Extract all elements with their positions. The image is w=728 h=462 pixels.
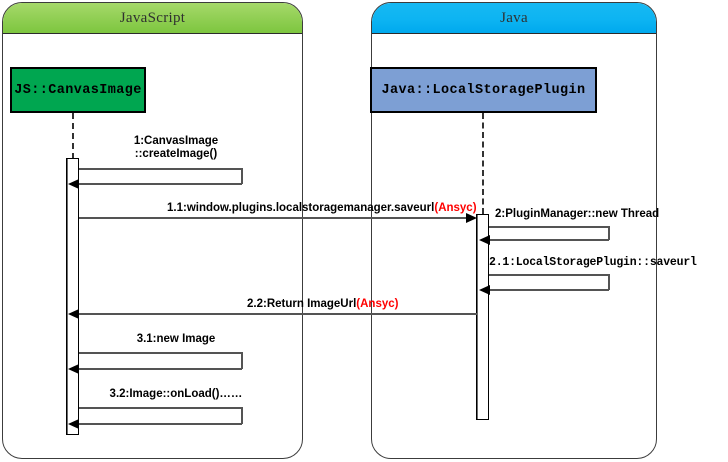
panel-header-javascript: JavaScript: [3, 3, 302, 34]
actor-box-java-localstorageplugin[interactable]: Java::LocalStoragePlugin: [370, 67, 597, 113]
message-3-1-return-segment: [79, 368, 242, 370]
message-2-arrowhead: [479, 235, 490, 245]
panel-title-java: Java: [500, 9, 528, 26]
actor-label-java-localstorageplugin: Java::LocalStoragePlugin: [381, 82, 586, 98]
message-label-1-line2: ::createImage(): [134, 148, 218, 160]
message-3-1-top-segment: [79, 352, 242, 354]
panel-header-java: Java: [372, 3, 656, 34]
message-1-arrowhead: [68, 179, 79, 189]
message-3-1-right-segment: [241, 352, 243, 369]
message-3-2-right-segment: [241, 407, 243, 424]
message-1-top-segment: [79, 168, 242, 170]
message-2-right-segment: [608, 226, 610, 240]
message-2-2-line: [79, 313, 477, 315]
message-1-return-segment: [79, 183, 242, 185]
message-3-2-return-segment: [79, 423, 242, 425]
actor-box-js-canvasimage[interactable]: JS::CanvasImage: [10, 67, 146, 113]
message-2-return-segment: [489, 239, 609, 241]
message-3-2-top-segment: [79, 407, 242, 409]
message-label-1: 1:CanvasImage ::createImage(): [101, 135, 251, 161]
message-label-2: 2:PluginManager::new Thread: [495, 208, 660, 220]
message-label-2-2-text: 2.2:Return ImageUrl: [247, 298, 357, 310]
message-label-1-1: 1.1:window.plugins.localstoragemanager.s…: [167, 202, 477, 215]
message-1-right-segment: [241, 168, 243, 184]
message-label-1-1-text: 1.1:window.plugins.localstoragemanager.s…: [167, 202, 435, 214]
message-label-1-line1: 1:CanvasImage: [133, 135, 219, 147]
message-3-2-arrowhead: [68, 419, 79, 429]
message-label-3-1: 3.1:new Image: [136, 333, 216, 345]
message-2-1-top-segment: [489, 274, 609, 276]
lifeline-java-localstorageplugin: [482, 113, 484, 214]
panel-title-javascript: JavaScript: [119, 9, 186, 26]
message-label-1-1-async-tag: (Ansyc): [434, 202, 477, 214]
activation-bar-js-canvasimage: [66, 158, 79, 435]
message-2-2-arrowhead: [68, 309, 79, 319]
lifeline-js-canvasimage: [72, 113, 74, 159]
message-3-1-arrowhead: [68, 364, 79, 374]
actor-label-js-canvasimage: JS::CanvasImage: [14, 82, 142, 98]
message-2-1-arrowhead: [479, 285, 490, 295]
message-2-1-right-segment: [608, 274, 610, 290]
message-1-1-arrowhead: [466, 213, 477, 223]
activation-bar-java-localstorageplugin: [476, 214, 489, 420]
message-label-2-1: 2.1:LocalStoragePlugin::saveurl: [489, 256, 697, 269]
message-label-2-2-async-tag: (Ansyc): [356, 298, 399, 310]
message-label-2-2: 2.2:Return ImageUrl(Ansyc): [247, 298, 398, 311]
message-2-top-segment: [489, 226, 609, 228]
message-1-1-line: [79, 217, 474, 219]
message-2-1-return-segment: [489, 289, 609, 291]
message-label-3-2: 3.2:Image::onLoad()……: [109, 388, 243, 400]
